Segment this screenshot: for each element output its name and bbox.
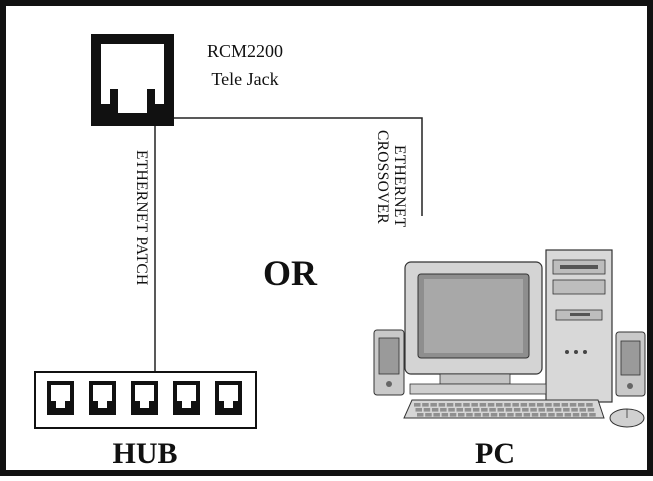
keyboard-key (479, 403, 487, 407)
keyboard-key (455, 403, 462, 407)
hub-port-icon (173, 381, 200, 415)
keyboard-key (505, 408, 513, 412)
pc-label: PC (475, 437, 515, 470)
keyboard-key (556, 413, 563, 417)
keyboard-key (553, 403, 560, 407)
keyboard-key (438, 403, 446, 407)
keyboard-key (546, 408, 554, 412)
keyboard-key (449, 413, 457, 417)
jack-name-label: Tele Jack (211, 69, 278, 89)
keyboard-key (538, 408, 545, 412)
keyboard-key (512, 403, 519, 407)
keyboard-key (537, 403, 544, 407)
keyboard-key (548, 413, 555, 417)
keyboard-key (456, 408, 463, 412)
keyboard-key (431, 408, 439, 412)
keyboard-key (554, 408, 562, 412)
or-label: OR (263, 253, 318, 293)
keyboard-key (563, 408, 570, 412)
keyboard-key (458, 413, 465, 417)
keyboard-key (497, 408, 504, 412)
patch-cable-label: ETHERNET PATCH (133, 150, 150, 286)
keyboard-key (528, 403, 536, 407)
keyboard-key (448, 408, 455, 412)
keyboard-key (430, 403, 437, 407)
keyboard-key (499, 413, 506, 417)
keyboard-key (474, 413, 481, 417)
keyboard-key (414, 403, 421, 407)
keyboard-key (415, 408, 422, 412)
keyboard-key (425, 413, 432, 417)
keyboard-key (586, 403, 593, 407)
keyboard-key (433, 413, 440, 417)
keyboard-key (464, 408, 472, 412)
hub-label: HUB (112, 437, 177, 470)
keyboard-key (561, 403, 569, 407)
keyboard-key (531, 413, 539, 417)
crossover-label-line2: CROSSOVER (374, 130, 391, 224)
keyboard-key (466, 413, 473, 417)
hub-icon (34, 371, 257, 429)
keyboard-key (482, 413, 490, 417)
hub-port-icon (47, 381, 74, 415)
keyboard-key (569, 403, 577, 407)
keyboard-key (487, 403, 495, 407)
crossover-label-line1: ETHERNET (391, 145, 408, 228)
keyboard-key (589, 413, 596, 417)
keyboard-key (581, 413, 588, 417)
keyboard-key (507, 413, 514, 417)
computer-icon (373, 249, 646, 428)
mouse-icon (609, 408, 645, 428)
keyboard-key (440, 408, 447, 412)
crossover-cable (174, 117, 423, 216)
keyboard-key (579, 408, 586, 412)
keyboard-key (422, 403, 429, 407)
keyboard-key (513, 408, 521, 412)
keyboard-key (441, 413, 449, 417)
keyboard-key (540, 413, 547, 417)
keyboard-key (504, 403, 511, 407)
keyboard-key (481, 408, 488, 412)
tower-icon (545, 249, 613, 403)
rj45-jack-icon (91, 34, 174, 126)
monitor-icon (404, 261, 543, 385)
keyboard-key (515, 413, 522, 417)
keyboard-key (564, 413, 572, 417)
hub-port-icon (215, 381, 242, 415)
jack-model-label: RCM2200 (207, 41, 283, 61)
keyboard-key (523, 413, 531, 417)
keyboard-icon (403, 399, 605, 419)
keyboard-key (490, 413, 498, 417)
hub-port-icon (89, 381, 116, 415)
keyboard-key (572, 413, 580, 417)
keyboard-key (417, 413, 424, 417)
keyboard-key (463, 403, 470, 407)
keyboard-key (545, 403, 552, 407)
keyboard-key (423, 408, 431, 412)
keyboard-key (587, 408, 595, 412)
keyboard-key (571, 408, 578, 412)
hub-port-icon (131, 381, 158, 415)
left-speaker-icon (373, 329, 405, 396)
right-speaker-icon (615, 331, 646, 397)
keyboard-key (472, 408, 480, 412)
keyboard-key (530, 408, 537, 412)
keyboard-key (496, 403, 503, 407)
keyboard-key (522, 408, 529, 412)
keyboard-key (578, 403, 585, 407)
desktop-base (409, 383, 547, 395)
keyboard-key (471, 403, 478, 407)
keyboard-key (446, 403, 454, 407)
keyboard-key (520, 403, 528, 407)
keyboard-key (489, 408, 496, 412)
